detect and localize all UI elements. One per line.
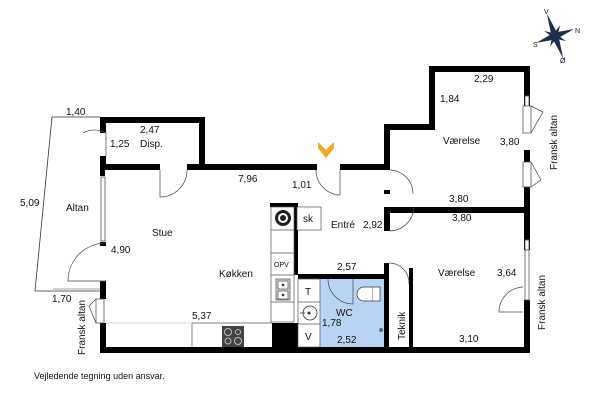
door-swings [67, 129, 524, 313]
vaerelse-2-dim-top: 3,80 [452, 213, 472, 224]
fransk-altan-label-2: Fransk altan [537, 275, 548, 330]
stue-dim-left: 4,90 [111, 245, 131, 256]
compass-s: S [533, 42, 538, 49]
room-label-entre: Entré [331, 220, 355, 231]
windows [100, 95, 530, 251]
fixture-v: V [305, 332, 312, 343]
room-label-wc: WC [336, 308, 353, 319]
altan-dim-bottom: 1,70 [52, 294, 72, 305]
vaerelse-1-dim-bottom: 3,80 [449, 194, 469, 205]
vaerelse-1-dim-top: 2,29 [474, 74, 494, 85]
altan-outline [34, 116, 100, 292]
stue-dim-top: 7,96 [238, 174, 258, 185]
room-label-stue: Stue [152, 228, 173, 239]
kitchen-sink-icon [275, 278, 291, 301]
stove-icon [222, 326, 244, 347]
vaerelse-2-dim-bottom: 3,10 [459, 334, 479, 345]
fransk-altan-label-1: Fransk altan [549, 115, 560, 170]
altan-dim-top: 1,40 [66, 107, 86, 118]
room-label-altan: Altan [66, 203, 89, 214]
vaerelse-2-dim-right: 3,64 [497, 268, 517, 279]
room-label-kokken: Køkken [219, 269, 253, 280]
fixture-opv: OPV [274, 262, 289, 269]
room-label-vaerelse-2: Værelse [438, 268, 476, 279]
entre-dim-door: 1,01 [292, 180, 312, 191]
vaerelse-1-dim-right: 3,80 [500, 137, 520, 148]
room-label-disp: Disp. [140, 139, 163, 150]
entrance-marker-icon [318, 142, 334, 158]
compass-v: V [544, 9, 549, 16]
fransk-altan-label-3: Fransk altan [77, 300, 88, 355]
washbasin-icon [300, 305, 318, 321]
extractor-fan-icon [275, 210, 291, 226]
disclaimer-text: Vejledende tegning uden ansvar. [34, 371, 165, 381]
fixture-t: T [305, 287, 311, 298]
fixture-sk: sk [303, 214, 314, 225]
compass-rose-icon: V N S Ø [533, 9, 580, 65]
vaerelse-1-dim-notch: 1,84 [440, 94, 460, 105]
compass-o: Ø [560, 58, 566, 65]
room-label-teknik: Teknik [397, 311, 408, 340]
wc-dim-height: 1,78 [322, 318, 342, 329]
fransk-altan-doors [88, 105, 544, 324]
entre-dim-bottom: 2,57 [337, 262, 357, 273]
walls [100, 66, 530, 353]
disp-dim-width: 2,47 [140, 125, 160, 136]
entre-dim-height: 2,92 [363, 220, 383, 231]
drain-icon [379, 328, 383, 332]
room-label-vaerelse-1: Værelse [443, 136, 481, 147]
toilet-icon [356, 286, 381, 302]
disp-dim-height: 1,25 [110, 139, 130, 150]
altan-dim-left: 5,09 [20, 198, 40, 209]
compass-n: N [575, 28, 580, 35]
kokken-dim-bottom: 5,37 [192, 311, 212, 322]
wc-dim-width: 2,52 [337, 335, 357, 346]
